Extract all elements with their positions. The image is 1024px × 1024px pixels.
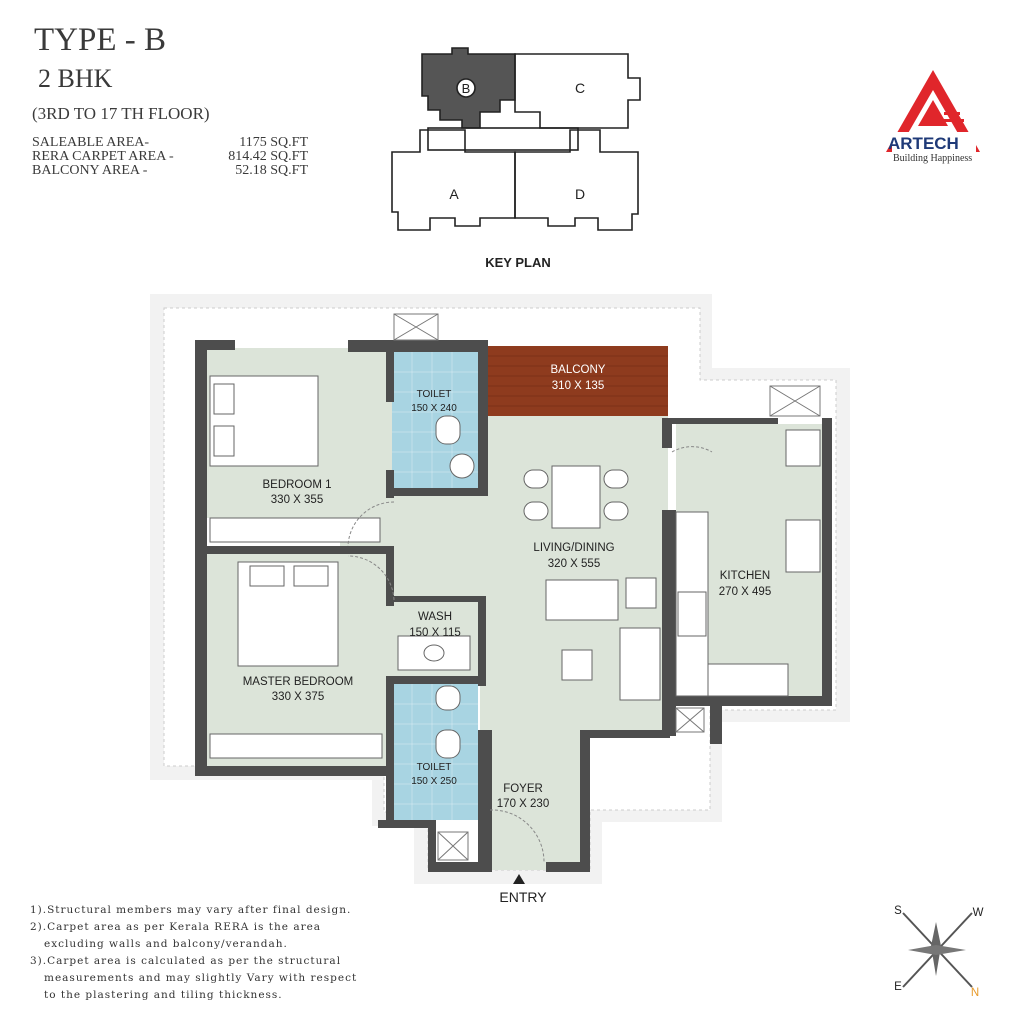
dining-table <box>551 465 601 529</box>
note-2-cont: excluding walls and balcony/verandah. <box>44 938 288 950</box>
bedroom1-label: BEDROOM 1 <box>262 479 331 491</box>
entry-label: ENTRY <box>499 889 547 905</box>
shafts <box>393 313 821 861</box>
area-row-saleable: SALEABLE AREA- 1175 SQ.FT <box>32 136 308 150</box>
area-value: 814.42 SQ.FT <box>228 149 308 164</box>
wardrobe2 <box>209 733 383 759</box>
sofa <box>545 579 619 621</box>
stove <box>677 591 707 637</box>
note-3: 3).Carpet area is calculated as per the … <box>30 955 342 967</box>
key-plan <box>391 47 641 231</box>
floor-range: (3RD TO 17 TH FLOOR) <box>32 104 210 123</box>
key-unit-a <box>391 129 516 231</box>
wash-size: 150 X 115 <box>409 627 461 639</box>
balcony-planks <box>488 355 668 407</box>
key-label-b: B <box>462 81 471 96</box>
compass-icon <box>902 912 973 988</box>
area-row-balcony: BALCONY AREA - 52.18 SQ.FT <box>32 164 308 178</box>
area-label: SALEABLE AREA- <box>32 135 150 150</box>
area-row-carpet: RERA CARPET AREA - 814.42 SQ.FT <box>32 150 308 164</box>
key-label-a: A <box>449 186 459 202</box>
compass-w: W <box>973 907 984 919</box>
foyer-label: FOYER <box>503 783 543 795</box>
key-label-d: D <box>575 186 585 202</box>
master-bedroom-size: 330 X 375 <box>272 691 324 703</box>
compass-n: N <box>971 987 979 999</box>
key-marker <box>456 78 476 98</box>
toilet2-floor <box>392 684 478 820</box>
balcony-size: 310 X 135 <box>552 380 604 392</box>
toilet2-size: 150 X 250 <box>411 776 457 787</box>
kitchen-label: KITCHEN <box>720 570 770 582</box>
balcony-label: BALCONY <box>551 364 606 376</box>
note-3-cont: measurements and may slightly Vary with … <box>44 972 358 984</box>
key-corridor <box>427 127 579 151</box>
area-value: 52.18 SQ.FT <box>235 163 308 178</box>
key-unit-d <box>514 129 639 231</box>
balcony-floor <box>488 346 668 416</box>
compass-s: S <box>894 905 902 917</box>
compass-e: E <box>894 981 902 993</box>
logo-name: ARTECH <box>888 134 959 153</box>
walls <box>195 340 832 872</box>
entry-arrow-icon <box>513 874 525 884</box>
living-size: 320 X 555 <box>548 558 600 570</box>
foyer-size: 170 X 230 <box>497 798 549 810</box>
notes: 1).Structural members may vary after fin… <box>30 902 357 1004</box>
bhk-label: 2 BHK <box>38 64 113 93</box>
living-label: LIVING/DINING <box>533 542 614 554</box>
note-2: 2).Carpet area as per Kerala RERA is the… <box>30 921 322 933</box>
toilet2-label: TOILET <box>417 762 452 773</box>
wash-label: WASH <box>418 611 452 623</box>
area-value: 1175 SQ.FT <box>239 135 308 150</box>
area-label: RERA CARPET AREA - <box>32 149 174 164</box>
master-bedroom-label: MASTER BEDROOM <box>243 676 354 688</box>
door-swings <box>347 446 713 863</box>
toilet1-size: 150 X 240 <box>411 403 457 414</box>
artech-logo <box>886 70 980 152</box>
foyer-floor <box>480 730 580 870</box>
area-label: BALCONY AREA - <box>32 163 148 178</box>
key-unit-c <box>514 53 641 129</box>
note-1: 1).Structural members may vary after fin… <box>30 904 352 916</box>
key-label-c: C <box>575 80 585 96</box>
toilet1-label: TOILET <box>417 389 452 400</box>
bedroom1-size: 330 X 355 <box>271 494 323 506</box>
area-table: SALEABLE AREA- 1175 SQ.FT RERA CARPET ARE… <box>32 136 308 178</box>
key-plan-title: KEY PLAN <box>485 255 551 270</box>
unit-type-title: TYPE - B <box>34 22 166 58</box>
logo-tagline: Building Happiness <box>893 153 973 164</box>
note-3-cont2: to the plastering and tiling thickness. <box>44 989 283 1001</box>
wardrobe1 <box>209 517 381 543</box>
kitchen-size: 270 X 495 <box>719 586 771 598</box>
furniture <box>209 375 821 759</box>
sofa2 <box>619 627 661 701</box>
